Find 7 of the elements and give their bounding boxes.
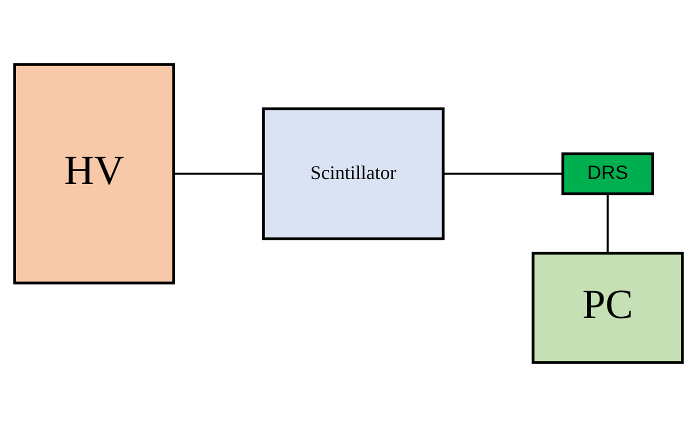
- node-box: Scintillator: [262, 107, 445, 240]
- node-box: PC: [532, 252, 684, 364]
- connector: [174, 172, 264, 175]
- node-box: DRS: [561, 152, 654, 196]
- connector: [443, 172, 563, 175]
- connector: [606, 194, 609, 254]
- node-box: HV: [13, 63, 175, 284]
